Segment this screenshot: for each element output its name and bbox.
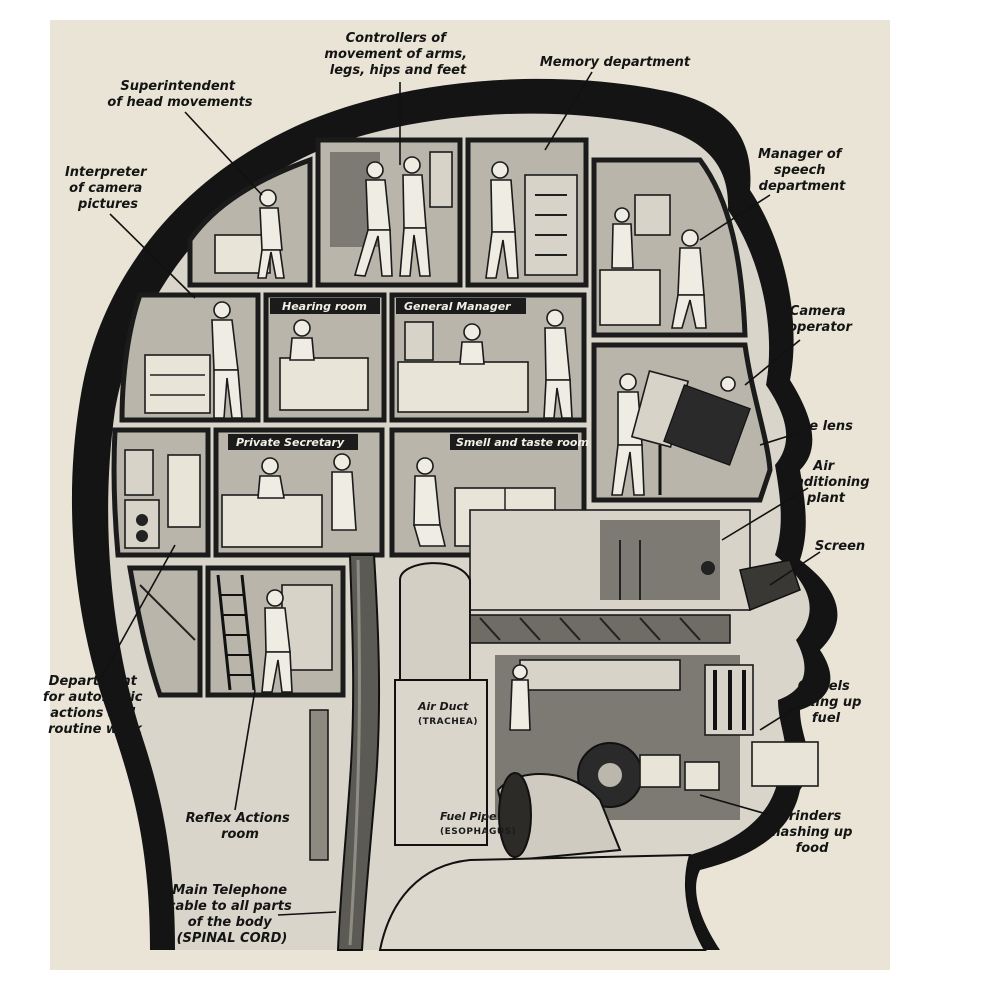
room-speech [591,157,748,338]
room-head-movements [187,156,313,288]
callout-labels: Controllers of movement of arms, legs, h… [43,31,874,946]
ladder [216,574,256,691]
air-duct-sublabel: (TRACHEA) [418,717,478,727]
smell-taste-room-sign: Smell and taste room [456,436,589,449]
label-camera-operator: Camera operator [788,304,853,335]
hearing-room-sign: Hearing room [282,300,367,313]
room-hearing: Hearing room [263,292,387,423]
private-secretary-sign: Private Secretary [236,436,345,449]
label-the-lens: The lens [791,419,853,434]
fuel-pipe-label: Fuel Pipe [440,810,497,823]
face-machinery: Air Duct (TRACHEA) Fuel Pipe (ESOPHAGUS) [378,509,819,951]
label-interpreter: Interpreter of camera pictures [65,165,151,212]
fuel-pipe-sublabel: (ESOPHAGUS) [440,827,516,837]
label-controllers: Controllers of movement of arms, legs, h… [324,31,471,78]
spinal-cable [309,554,381,951]
food-block [751,741,819,787]
room-private-secretary: Private Secretary [213,427,385,558]
leader-lines [99,71,821,916]
label-air-conditioning: Air conditioning plant [778,459,874,506]
room-general-manager: General Manager [389,292,587,423]
room-reflex-actions [205,565,346,698]
room-interpreter [119,292,261,423]
label-screen: Screen [815,539,865,554]
label-grinders: Grinders mashing up food [767,809,857,856]
label-speech-manager: Manager of speech department [758,147,846,194]
room-machinery [111,427,211,558]
room-movement-control [315,137,463,288]
air-duct-label: Air Duct [417,700,469,713]
room-camera [591,342,773,503]
label-automatic-actions: Department for automatic actions and rou… [43,674,147,737]
room-memory [465,137,589,288]
label-chisels: Chisels cutting up fuel [786,679,866,726]
label-reflex-actions: Reflex Actions room [186,811,295,842]
room-automatic-actions [127,565,203,698]
label-superintendent: Superintendent of head movements [107,79,252,110]
general-manager-sign: General Manager [404,300,511,313]
label-main-telephone: Main Telephone cable to all parts of the… [168,883,296,946]
label-memory-department: Memory department [540,55,691,70]
brain-rooms: Hearing room General Manager [111,137,773,698]
air-duct [399,562,471,691]
